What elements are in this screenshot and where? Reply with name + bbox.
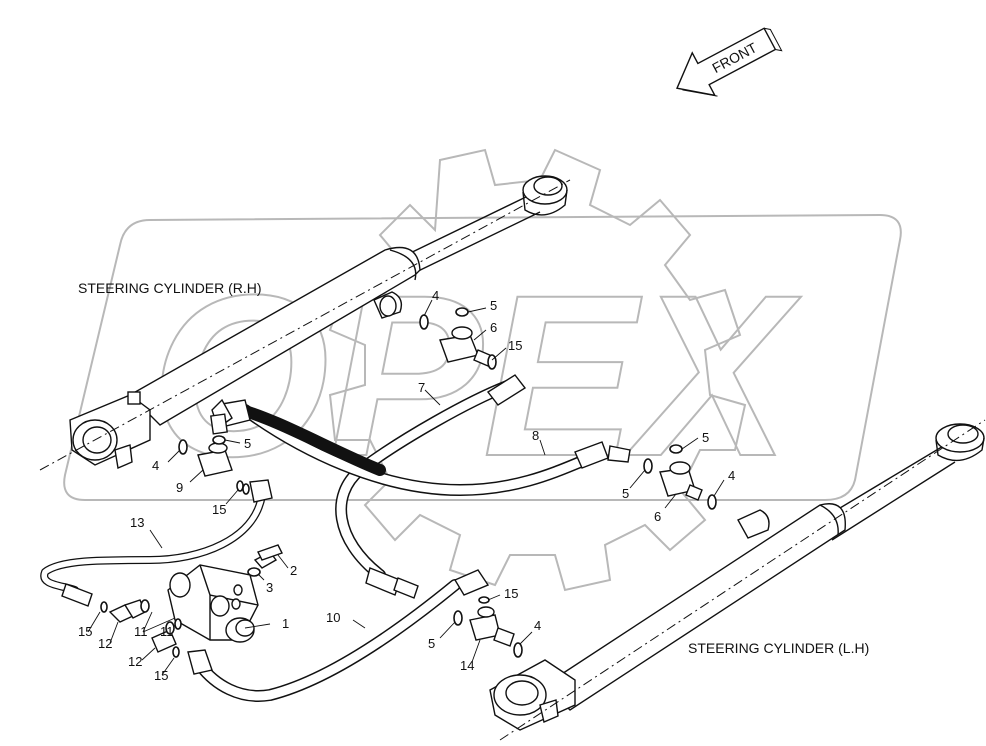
callout-4c: 4	[728, 468, 735, 483]
steering-cylinder-rh: STEERING CYLINDER (R.H)	[39, 175, 571, 471]
callout-5e: 5	[428, 636, 435, 651]
callout-11b: 11	[160, 624, 174, 639]
callout-6a: 6	[490, 320, 497, 335]
hose-10	[187, 569, 490, 702]
callout-6b: 6	[654, 509, 661, 524]
opex-watermark: OPEX	[63, 148, 902, 592]
callout-5b: 5	[244, 436, 251, 451]
watermark-plate	[63, 213, 902, 501]
callout-3: 3	[266, 580, 273, 595]
leader-lines	[87, 299, 725, 676]
callout-5c: 5	[702, 430, 709, 445]
callout-7: 7	[418, 380, 425, 395]
callout-14: 14	[460, 658, 474, 673]
callout-5a: 5	[490, 298, 497, 313]
callout-15a: 15	[508, 338, 522, 353]
callout-13: 13	[130, 515, 144, 530]
callout-2: 2	[290, 563, 297, 578]
callout-12a: 12	[98, 636, 112, 651]
callout-9: 9	[176, 480, 183, 495]
callout-15d: 15	[78, 624, 92, 639]
watermark-gear	[328, 148, 747, 592]
watermark-text: OPEX	[150, 247, 801, 504]
cylinder-rh-label: STEERING CYLINDER (R.H)	[78, 280, 262, 296]
steering-valve	[167, 551, 278, 643]
hose-13	[40, 479, 273, 607]
callout-15c: 15	[504, 586, 518, 601]
steering-cylinder-lh: STEERING CYLINDER (L.H)	[489, 419, 986, 741]
callout-1: 1	[282, 616, 289, 631]
callout-numbers: 1 2 3 4 4 4 4 5 5 5 5 5 6 6 7 8 9 10 11 …	[78, 288, 735, 683]
callout-15b: 15	[212, 502, 226, 517]
callout-11a: 11	[134, 624, 148, 639]
callout-12b: 12	[128, 654, 142, 669]
callout-4b: 4	[152, 458, 159, 473]
callout-5d: 5	[622, 486, 629, 501]
front-arrow: FRONT	[676, 27, 783, 97]
cylinder-lh-label: STEERING CYLINDER (L.H)	[688, 640, 869, 656]
callout-4a: 4	[432, 288, 439, 303]
hose-8	[211, 398, 631, 496]
callout-10: 10	[326, 610, 340, 625]
callout-8: 8	[532, 428, 539, 443]
callout-4d: 4	[534, 618, 541, 633]
callout-15e: 15	[154, 668, 168, 683]
